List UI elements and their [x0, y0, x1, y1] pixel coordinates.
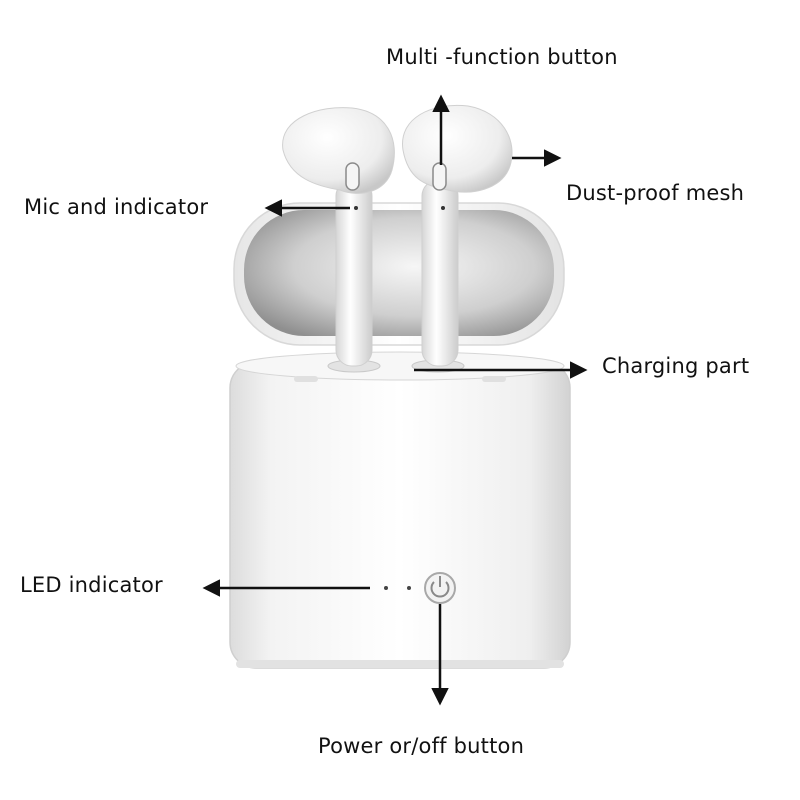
- label-charging-part: Charging part: [602, 354, 750, 378]
- label-multi-function-button: Multi -function button: [386, 45, 618, 69]
- power-icon: [424, 572, 456, 604]
- callout-arrows: [202, 94, 588, 706]
- right-earbud: [402, 104, 513, 367]
- charging-case: [229, 351, 571, 669]
- case-lid: [233, 202, 565, 346]
- label-dust-proof-mesh: Dust-proof mesh: [566, 181, 745, 205]
- led-indicator: [384, 586, 411, 590]
- label-mic-and-indicator: Mic and indicator: [24, 195, 209, 219]
- label-led-indicator: LED indicator: [20, 573, 163, 597]
- left-earbud: [282, 107, 395, 367]
- label-power-button: Power or/off button: [318, 734, 525, 758]
